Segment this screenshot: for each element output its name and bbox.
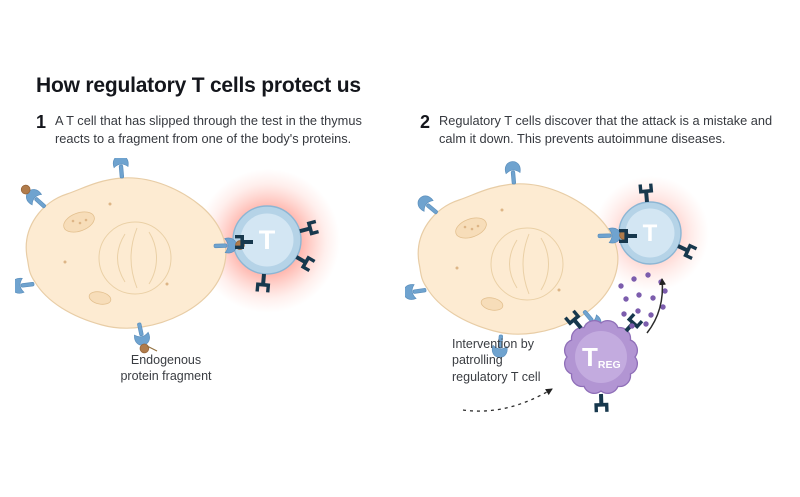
panel-2-number: 2	[420, 112, 431, 132]
panel-1-caption: A T cell that has slipped through the te…	[55, 113, 362, 146]
t-cell-label: T	[259, 225, 276, 255]
panel-1-illustration: T	[15, 158, 340, 398]
tcr-receptor-icon	[594, 393, 609, 413]
panel-2-header: 2 Regulatory T cells discover that the a…	[420, 112, 785, 147]
body-cell	[25, 177, 227, 329]
t-cell-label: T	[643, 220, 658, 247]
membrane-protein-icon	[504, 160, 522, 186]
patrol-dashed-arrow	[462, 388, 553, 412]
body-cell	[417, 183, 619, 335]
suppression-arrow	[646, 278, 667, 334]
membrane-protein-with-fragment-icon	[112, 158, 130, 179]
fragment-pointer-line	[146, 345, 158, 352]
page-title: How regulatory T cells protect us	[36, 74, 361, 97]
membrane-protein-icon	[15, 276, 36, 295]
treg-label: TREG	[582, 342, 621, 372]
panel-1-header: 1 A T cell that has slipped through the …	[36, 112, 401, 147]
membrane-protein-icon	[405, 282, 428, 301]
t-cell: T	[232, 205, 302, 275]
endogenous-fragment-label: Endogenous protein fragment	[120, 353, 212, 384]
treg-cell: TREG	[564, 320, 638, 394]
panel-2-illustration: T TREG	[405, 160, 709, 413]
panel-2-caption: Regulatory T cells discover that the att…	[439, 113, 773, 146]
panel-1-number: 1	[36, 112, 47, 132]
intervention-label: Intervention by patrolling regulatory T …	[452, 337, 541, 384]
